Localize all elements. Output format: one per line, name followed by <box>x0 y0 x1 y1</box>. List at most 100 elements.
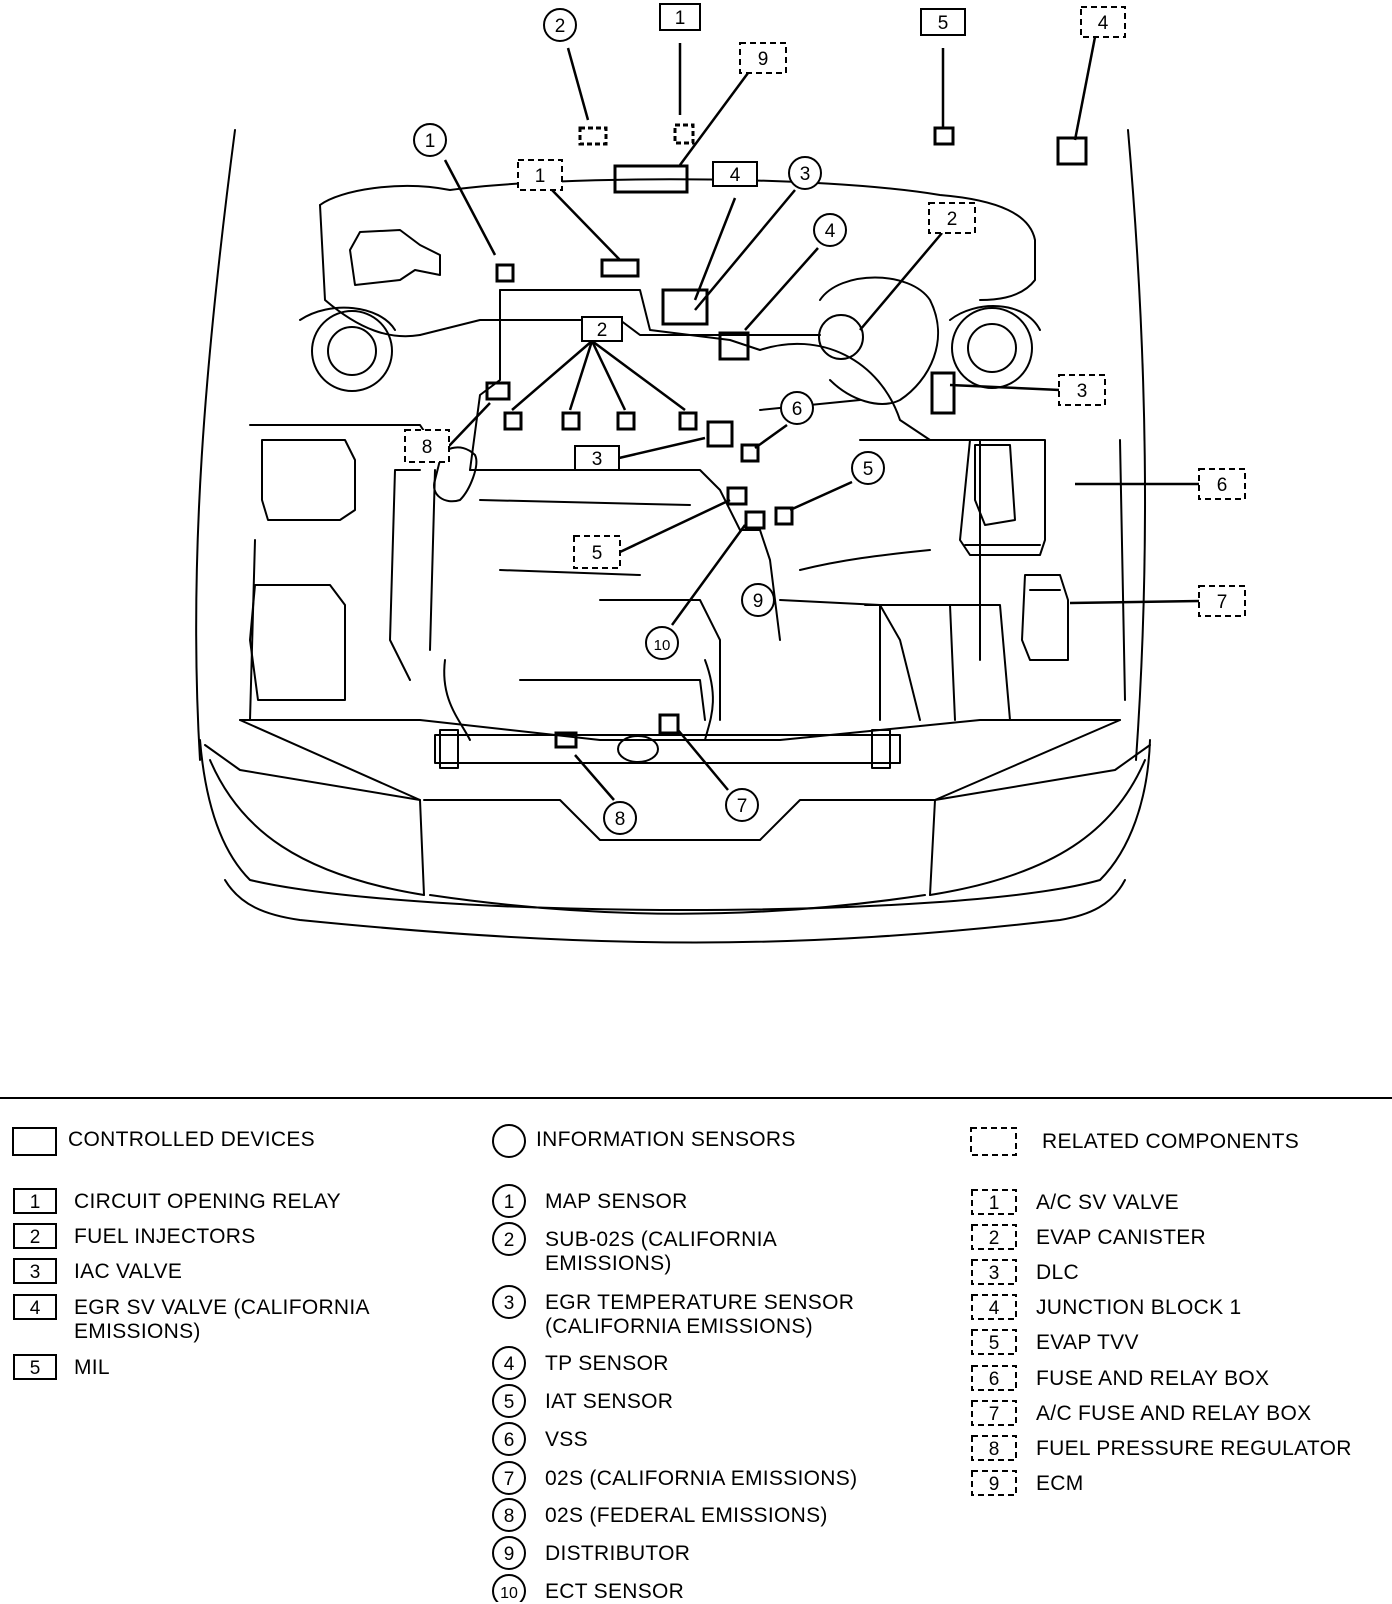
legend-sensors-num-9: 9 <box>504 1544 515 1565</box>
sensor-marker <box>725 788 759 822</box>
legend-sensors-num-3: 3 <box>504 1293 515 1314</box>
leader-line <box>591 339 686 412</box>
leader-line <box>443 159 497 256</box>
legend-controlled-label-5: MIL <box>74 1356 110 1379</box>
related-marker <box>1058 374 1106 406</box>
legend-controlled-icon-1: 1 <box>13 1188 57 1214</box>
legend-related-num-8: 8 <box>989 1439 1000 1460</box>
legend-controlled-label-1: CIRCUIT OPENING RELAY <box>74 1190 341 1213</box>
sensor-marker <box>788 156 822 190</box>
callout-related-3: 3 <box>930 371 1106 415</box>
legend-sensors-num-7: 7 <box>504 1469 515 1490</box>
callout-related-2: 2 <box>859 202 976 331</box>
callout-sensor-5: 5 <box>774 451 885 526</box>
callout-number: 1 <box>675 8 686 29</box>
component-marker <box>933 126 955 146</box>
legend-sensors-label-6: VSS <box>545 1428 588 1451</box>
callout-related-4: 4 <box>1056 6 1126 166</box>
injector-marker <box>503 411 523 431</box>
related-components-icon <box>970 1127 1017 1156</box>
controlled-marker <box>712 161 758 187</box>
callout-number: 1 <box>425 131 436 152</box>
related-marker <box>517 159 563 191</box>
legend-sensors-num-8: 8 <box>504 1506 515 1527</box>
callout-controlled-1: 1 <box>659 3 701 145</box>
component-marker <box>554 731 578 749</box>
related-marker <box>1080 6 1126 38</box>
legend-related-label-9: ECM <box>1036 1472 1084 1495</box>
leader-line <box>511 340 593 411</box>
legend-related-icon-2: 2 <box>971 1224 1017 1250</box>
legend-related-label-3: DLC <box>1036 1261 1079 1284</box>
callout-related-1: 1 <box>517 159 640 278</box>
legend-sensors-num-5: 5 <box>504 1392 515 1413</box>
callout-related-9: 9 <box>613 42 787 194</box>
callout-number: 2 <box>947 209 958 230</box>
leader-line <box>789 480 853 512</box>
callout-number: 5 <box>863 459 874 480</box>
legend-related-icon-1: 1 <box>971 1189 1017 1215</box>
leader-line <box>619 498 731 554</box>
callout-sensor-8: 8 <box>554 731 637 835</box>
related-marker <box>1198 468 1246 500</box>
component-marker <box>495 263 515 283</box>
leader-line <box>448 402 491 447</box>
component-marker <box>718 331 750 361</box>
legend-related-num-7: 7 <box>989 1404 1000 1425</box>
leader-line <box>574 754 615 801</box>
callout-number: 3 <box>1077 381 1088 402</box>
component-marker <box>658 713 680 735</box>
leader-line <box>1073 36 1097 141</box>
sensor-marker <box>813 213 847 247</box>
leader-line <box>551 189 621 261</box>
callout-number: 9 <box>753 591 764 612</box>
leader-line <box>754 423 788 450</box>
callout-sensor-1: 1 <box>413 123 515 283</box>
legend-sensors-icon-1: 1 <box>492 1184 526 1218</box>
legend-related-icon-4: 4 <box>971 1294 1017 1320</box>
callout-number: 8 <box>615 809 626 830</box>
component-marker <box>930 371 956 415</box>
callout-number: 2 <box>555 16 566 37</box>
legend-sensors-num-4: 4 <box>504 1354 515 1375</box>
controlled-marker <box>659 3 701 31</box>
legend-related-label-1: A/C SV VALVE <box>1036 1191 1179 1214</box>
leader-line <box>677 729 729 791</box>
legend-related-num-9: 9 <box>989 1474 1000 1495</box>
leader-line <box>566 47 590 121</box>
legend-related-icon-3: 3 <box>971 1259 1017 1285</box>
related-marker <box>739 42 787 74</box>
sensor-marker <box>741 583 775 617</box>
injector-marker <box>678 411 698 431</box>
controlled-marker <box>581 316 623 342</box>
sensor-marker <box>543 8 577 42</box>
callout-controlled-2: 2 <box>503 316 698 431</box>
legend-related-label-8: FUEL PRESSURE REGULATOR <box>1036 1437 1352 1460</box>
callout-related-6: 6 <box>1075 468 1246 500</box>
legend-sensors-label-8: 02S (FEDERAL EMISSIONS) <box>545 1504 828 1527</box>
callout-sensor-3: 3 <box>661 156 822 326</box>
leader-line <box>678 72 750 166</box>
legend-sensors-num-6: 6 <box>504 1430 515 1451</box>
callout-number: 8 <box>422 437 433 458</box>
leader-line <box>693 197 737 301</box>
sensor-marker <box>851 451 885 485</box>
callout-number: 6 <box>792 399 803 420</box>
legend-sensors-num-1: 1 <box>504 1192 515 1213</box>
component-marker <box>661 288 709 326</box>
vehicle-outline <box>195 129 1151 944</box>
legend-related-icon-6: 6 <box>971 1365 1017 1391</box>
legend-controlled-label-4: EGR SV VALVE (CALIFORNIA EMISSIONS) <box>74 1296 370 1343</box>
leader-line <box>670 524 747 626</box>
callout-related-7: 7 <box>1069 585 1246 617</box>
callout-controlled-4: 4 <box>693 161 758 301</box>
legend-sensors-icon-3: 3 <box>492 1285 526 1319</box>
component-marker <box>744 510 766 530</box>
callout-sensor-10: 10 <box>645 510 766 660</box>
leader-line <box>590 340 627 411</box>
leader-line <box>859 232 943 331</box>
leader-line <box>694 189 796 311</box>
injector-marker <box>561 411 581 431</box>
component-marker <box>1056 136 1088 166</box>
